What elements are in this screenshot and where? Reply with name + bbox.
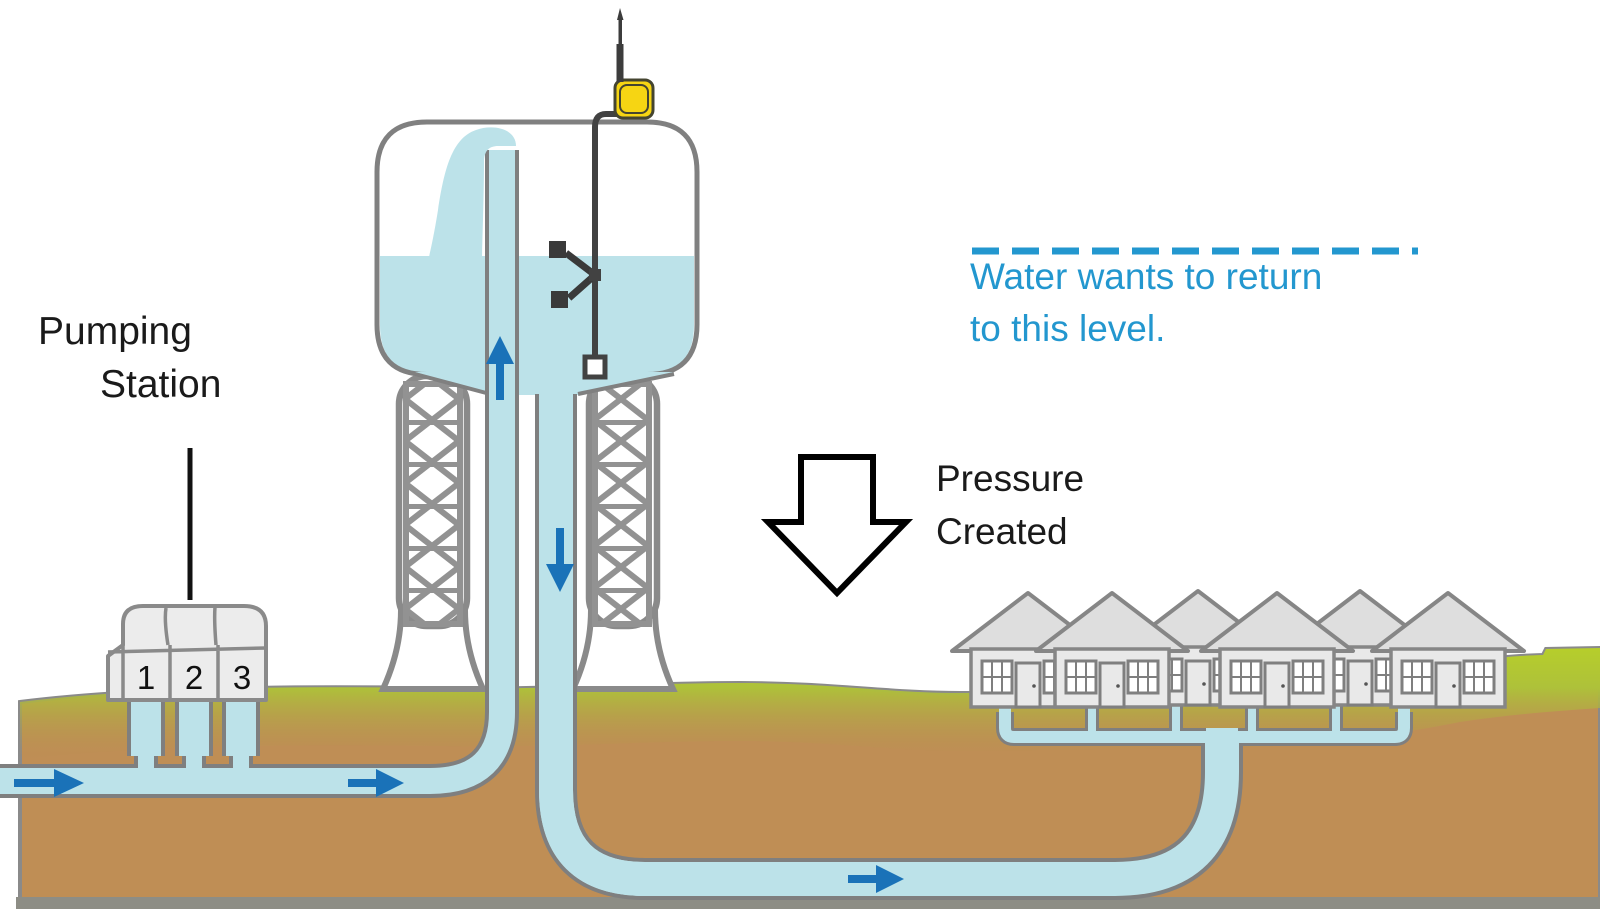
pump-bay-2-label: 2	[185, 659, 203, 696]
pipes-water-layer	[0, 150, 1410, 896]
flow-arrow-up-icon	[486, 336, 514, 400]
level-note-line1: Water wants to return	[970, 256, 1322, 297]
left-lattice-leg	[378, 372, 488, 692]
flow-arrow-down-icon	[546, 528, 574, 592]
flow-arrow-right-icon	[348, 769, 404, 797]
tank-outline	[374, 119, 700, 377]
pressure-label-line1: Pressure	[936, 458, 1084, 499]
cable-weight	[582, 354, 608, 380]
pressure-down-arrow-icon	[760, 454, 914, 598]
pumping-station: 1 2 3	[106, 604, 268, 702]
house	[1034, 591, 1190, 709]
water-tower	[374, 119, 700, 692]
level-note-line2: to this level.	[970, 308, 1165, 349]
level-sensor-assembly	[549, 8, 655, 380]
tank-water	[380, 256, 694, 375]
header-water	[999, 706, 1410, 743]
riser-spout	[429, 127, 516, 257]
float-switch-icon	[549, 241, 601, 308]
flow-arrow-right-icon	[848, 865, 904, 893]
pump-bay-1-label: 1	[137, 659, 155, 696]
telemetry-sensor-icon	[613, 78, 655, 120]
sensor-cable	[592, 111, 618, 359]
flow-arrow-right-icon	[14, 769, 84, 797]
pumping-station-label-line2: Station	[100, 363, 221, 406]
flow-arrows	[14, 336, 904, 893]
antenna-icon	[616, 8, 624, 82]
house	[1370, 591, 1526, 709]
pump-bay-3-label: 3	[233, 659, 251, 696]
bottom-strip	[16, 897, 1600, 909]
tank-funnel	[414, 372, 675, 396]
neighborhood	[950, 589, 1526, 709]
right-lattice-leg	[568, 372, 678, 692]
supply-riser-water	[0, 150, 515, 794]
pressure-label-line2: Created	[936, 511, 1068, 552]
pumping-station-label-line1: Pumping	[38, 310, 192, 353]
